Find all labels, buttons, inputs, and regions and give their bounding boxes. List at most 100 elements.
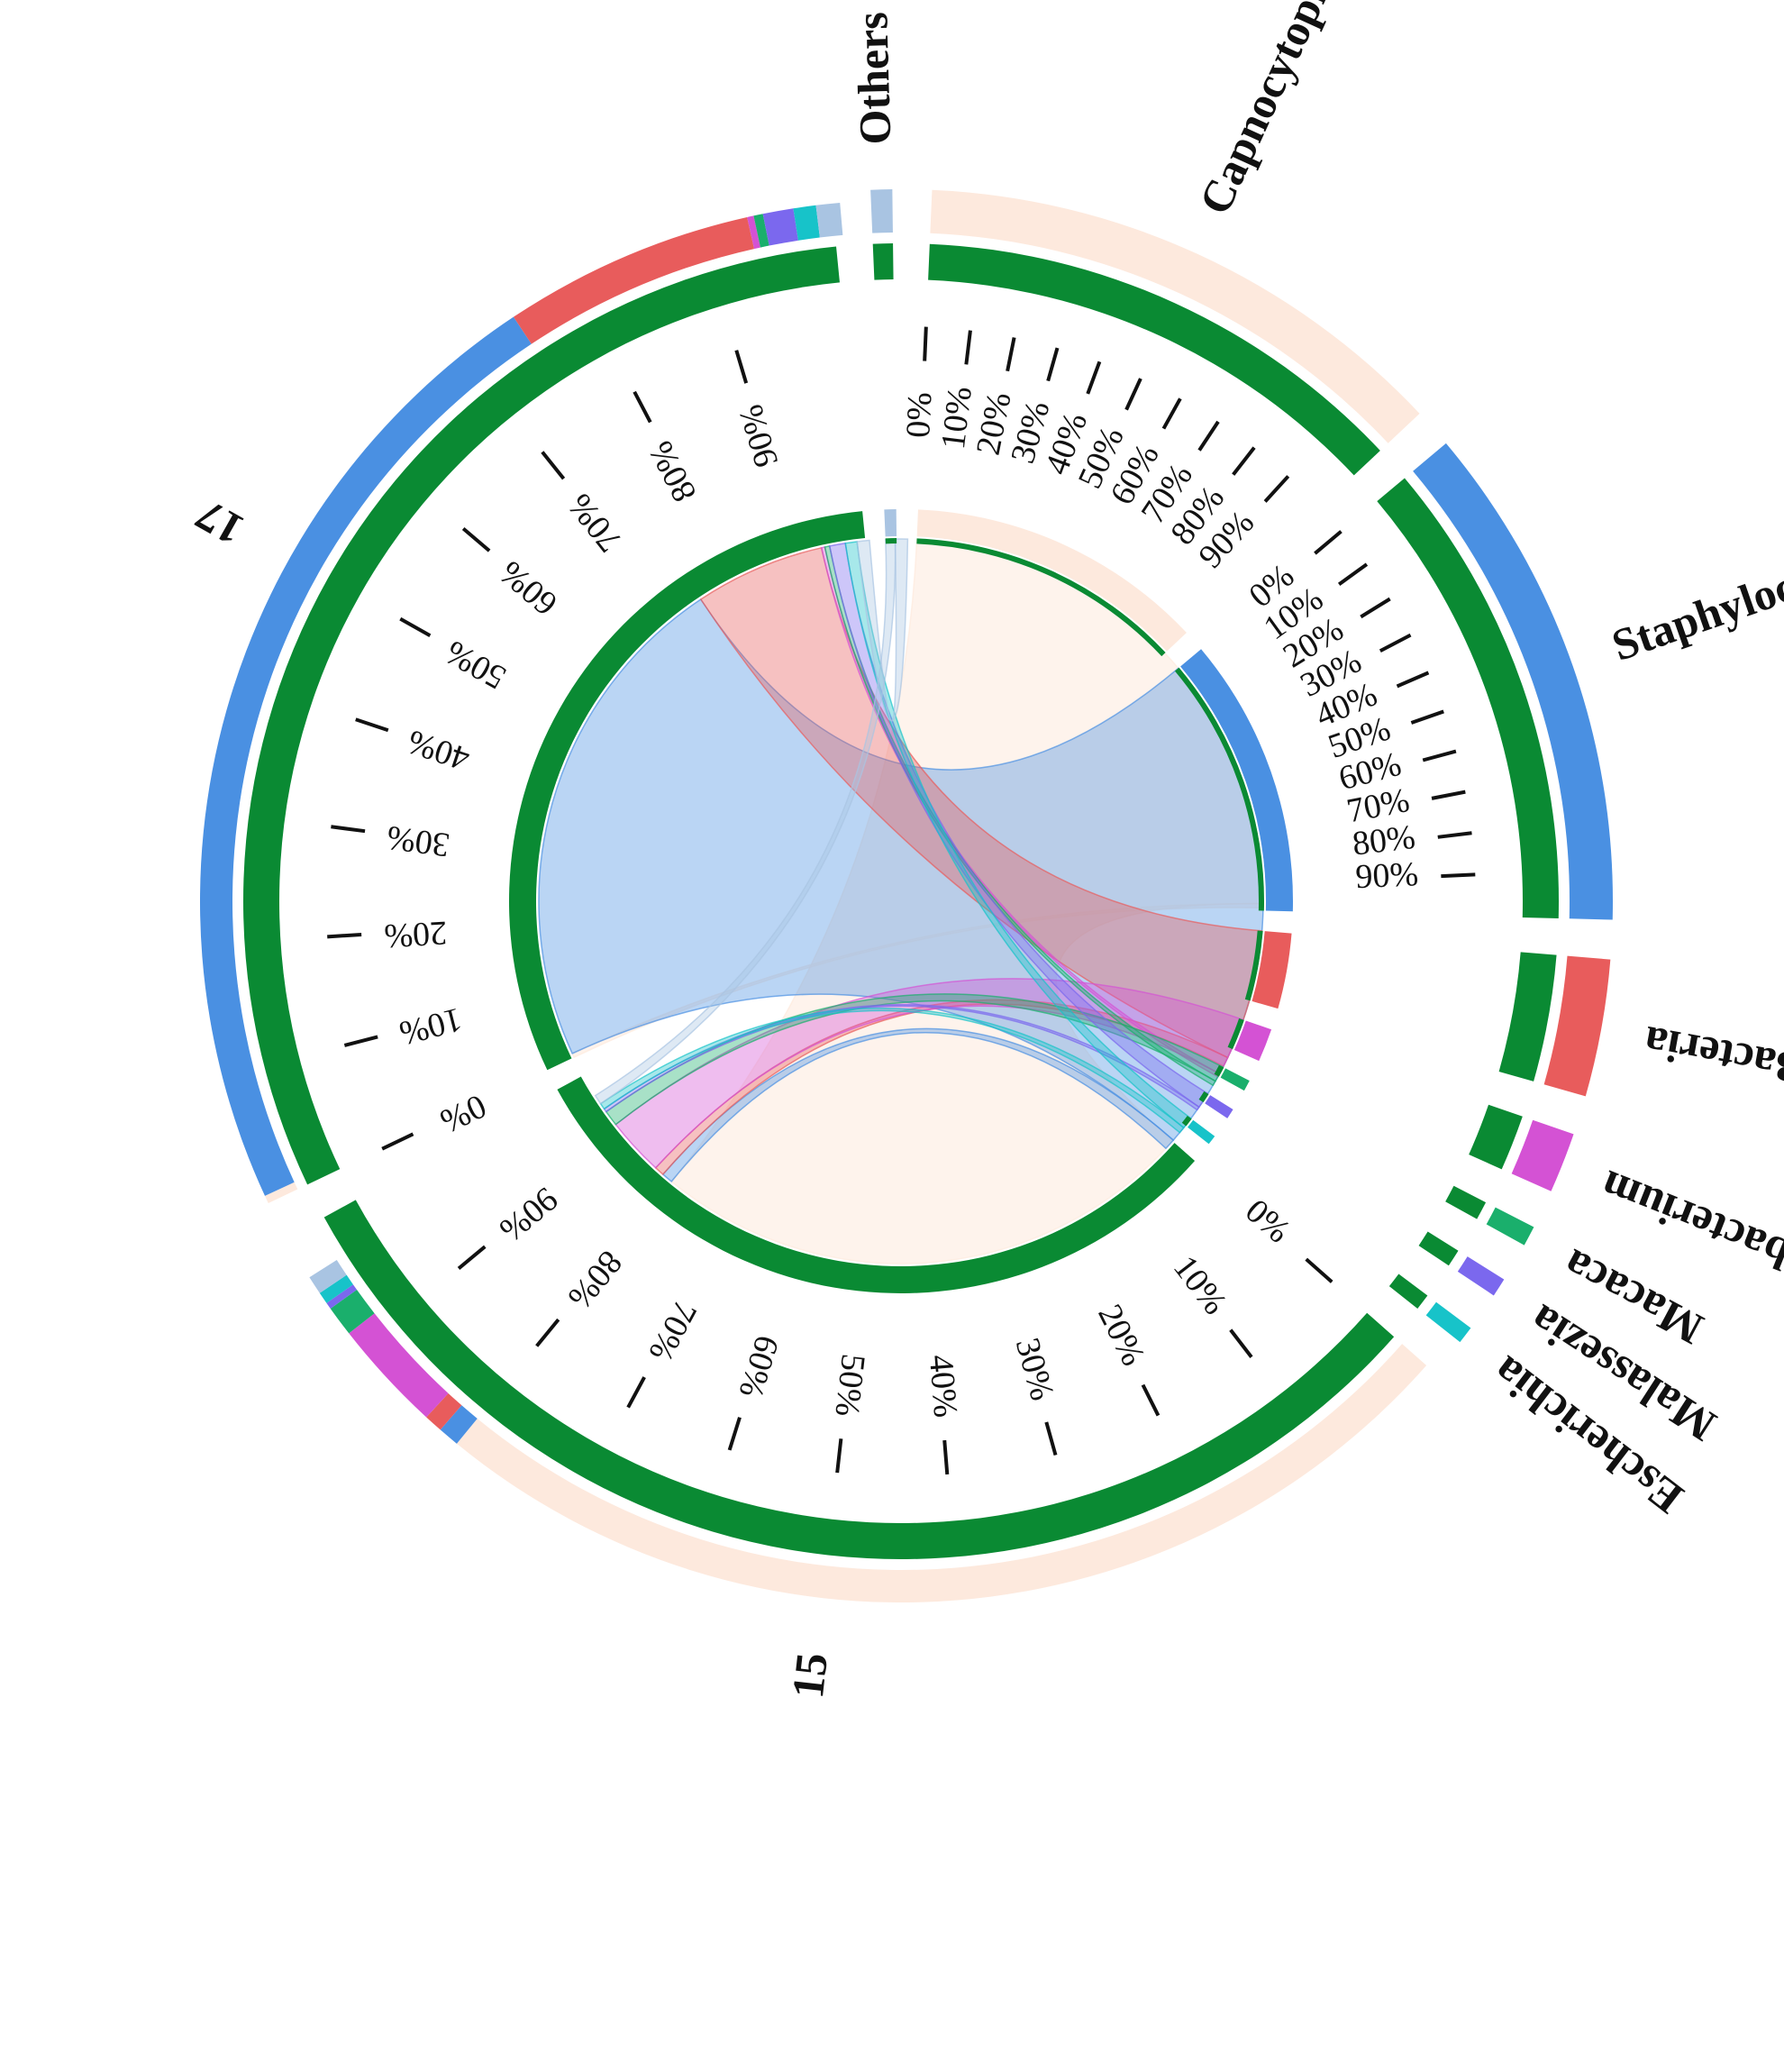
link-Escherichia-17 — [844, 541, 1192, 1129]
tick-mark-capnocytophaga-3 — [1046, 347, 1060, 382]
link-Cutibacterium-15 — [614, 978, 1244, 1169]
link-Others-15 — [594, 538, 897, 1105]
sector-label-17: 17 — [187, 489, 251, 555]
tick-mark-15-8 — [535, 1318, 560, 1347]
tick-label-15-3: 30% — [1008, 1334, 1061, 1404]
link-unclassified-d-Bacteria-17 — [699, 546, 1263, 1059]
tick-mark-staphylococcus-7 — [1431, 790, 1466, 800]
sectors-layer — [200, 189, 1614, 1602]
tick-label-15-5: 50% — [828, 1352, 872, 1419]
tick-mark-17-1 — [343, 1035, 378, 1047]
tick-mark-15-5 — [835, 1438, 843, 1474]
tick-label-17-2: 20% — [383, 913, 448, 954]
tick-label-staphylococcus-8: 80% — [1351, 818, 1417, 863]
sector-genus-ring-capnocytophaga — [930, 189, 1420, 443]
sector-inner-stripe-cutibacterium — [1227, 1018, 1244, 1050]
sector-label-staphylococcus: Staphylococcus — [1606, 525, 1784, 671]
links-layer — [538, 538, 1264, 1264]
sector-genus-ring-macaca — [1486, 1207, 1534, 1246]
tick-mark-17-3 — [331, 825, 366, 834]
sector-label-unclassified-d-bacteria: unclassified_d_Bacteria — [1640, 1017, 1784, 1148]
sector-outer-ring-macaca — [1445, 1185, 1487, 1219]
sector-genus-ring-cutibacterium — [1511, 1119, 1574, 1191]
sector-outer-ring-unclassified-d-bacteria — [1498, 952, 1557, 1082]
tick-mark-staphylococcus-2 — [1360, 597, 1391, 619]
composition-segment-15-capnocytophaga — [456, 1344, 1427, 1602]
tick-mark-17-7 — [541, 451, 566, 480]
composition-segment-15-macaca — [330, 1290, 375, 1334]
tick-label-15-8: 80% — [560, 1244, 630, 1316]
tick-mark-15-6 — [727, 1417, 742, 1451]
composition-segment-17-unclassified-d-bacteria — [513, 216, 755, 344]
sector-label-capnocytophaga: Capnocytophaga — [1189, 0, 1370, 222]
tick-mark-capnocytophaga-0 — [923, 326, 928, 361]
composition-segment-15-escherichia — [319, 1274, 353, 1303]
sector-genus-ring-staphylococcus — [1413, 443, 1614, 920]
tick-mark-capnocytophaga-5 — [1124, 378, 1142, 411]
link-Macaca-17 — [824, 545, 1216, 1087]
tick-mark-staphylococcus-5 — [1410, 709, 1444, 725]
sector-genus-ring-escherichia — [1425, 1301, 1471, 1343]
tick-label-17-8: 80% — [642, 434, 705, 507]
tick-label-17-6: 60% — [493, 553, 565, 623]
composition-segment-17-staphylococcus — [200, 316, 532, 1196]
link-Staphylococcus-15 — [661, 1027, 1175, 1183]
sector-inner-stripe-unclassified-d-bacteria — [1244, 930, 1263, 1001]
sector-inner-band-unclassified-d-bacteria — [1252, 931, 1292, 1009]
tick-label-15-6: 60% — [732, 1331, 787, 1402]
tick-mark-17-8 — [633, 390, 652, 424]
tick-label-17-5: 50% — [439, 633, 512, 697]
composition-segment-17-malassezia — [762, 208, 798, 246]
composition-segment-17-cutibacterium — [747, 215, 760, 250]
tick-mark-17-6 — [461, 526, 491, 552]
sector-genus-ring-others — [870, 189, 893, 233]
sector-inner-stripe-escherichia — [1181, 1115, 1192, 1127]
link-unclassified-d-Bacteria-15 — [654, 999, 1229, 1176]
link-Malassezia-17 — [828, 542, 1209, 1109]
sector-label-15: 15 — [782, 1650, 837, 1701]
sector-inner-stripe-others — [885, 538, 897, 544]
tick-label-15-2: 20% — [1090, 1299, 1152, 1372]
sector-inner-band-capnocytophaga — [916, 509, 1187, 652]
composition-segment-15-cutibacterium — [349, 1313, 449, 1418]
sector-genus-ring-malassezia — [1457, 1256, 1505, 1296]
sector-inner-stripe-malassezia — [1198, 1091, 1209, 1103]
tick-label-15-1: 10% — [1166, 1249, 1234, 1322]
tick-mark-15-0 — [1305, 1257, 1333, 1283]
tick-mark-capnocytophaga-9 — [1263, 475, 1290, 503]
link-Escherichia-15 — [599, 1007, 1185, 1134]
tick-label-17-7: 70% — [560, 487, 629, 560]
tick-label-17-4: 40% — [403, 722, 474, 778]
sector-label-others: Others — [846, 12, 900, 146]
composition-segment-17-macaca — [753, 214, 769, 248]
link-Others-17 — [856, 538, 909, 722]
tick-mark-capnocytophaga-8 — [1232, 446, 1256, 476]
tick-mark-15-3 — [1044, 1421, 1058, 1456]
sector-inner-band-staphylococcus — [1180, 649, 1294, 912]
tick-mark-capnocytophaga-7 — [1197, 420, 1220, 452]
sector-genus-ring-unclassified-d-bacteria — [1543, 955, 1611, 1097]
sector-outer-ring-15 — [323, 1200, 1395, 1559]
tick-mark-17-0 — [381, 1132, 414, 1151]
sector-outer-ring-malassezia — [1418, 1231, 1459, 1266]
tick-label-15-9: 90% — [492, 1180, 564, 1249]
tick-label-capnocytophaga-1: 10% — [934, 384, 979, 451]
tick-mark-staphylococcus-9 — [1441, 872, 1476, 879]
sector-inner-band-15 — [557, 1076, 1196, 1293]
composition-segment-17-others — [815, 202, 843, 238]
composition-segment-15-unclassified-d-bacteria — [426, 1392, 462, 1430]
sector-inner-stripe-macaca — [1214, 1064, 1224, 1077]
tick-mark-capnocytophaga-6 — [1161, 397, 1182, 430]
sector-outer-ring-escherichia — [1388, 1273, 1428, 1309]
tick-label-staphylococcus-9: 90% — [1354, 855, 1419, 896]
tick-mark-15-2 — [1141, 1383, 1161, 1417]
composition-segment-17-capnocytophaga — [265, 1182, 298, 1203]
composition-segment-17-escherichia — [793, 205, 820, 241]
tick-label-17-0: 0% — [434, 1087, 492, 1141]
tick-mark-capnocytophaga-1 — [964, 330, 972, 365]
tick-label-17-1: 10% — [396, 999, 466, 1052]
tick-mark-staphylococcus-3 — [1379, 633, 1412, 653]
sector-inner-band-macaca — [1220, 1068, 1250, 1091]
sector-outer-ring-17 — [242, 246, 840, 1185]
tick-label-17-3: 30% — [385, 818, 452, 864]
